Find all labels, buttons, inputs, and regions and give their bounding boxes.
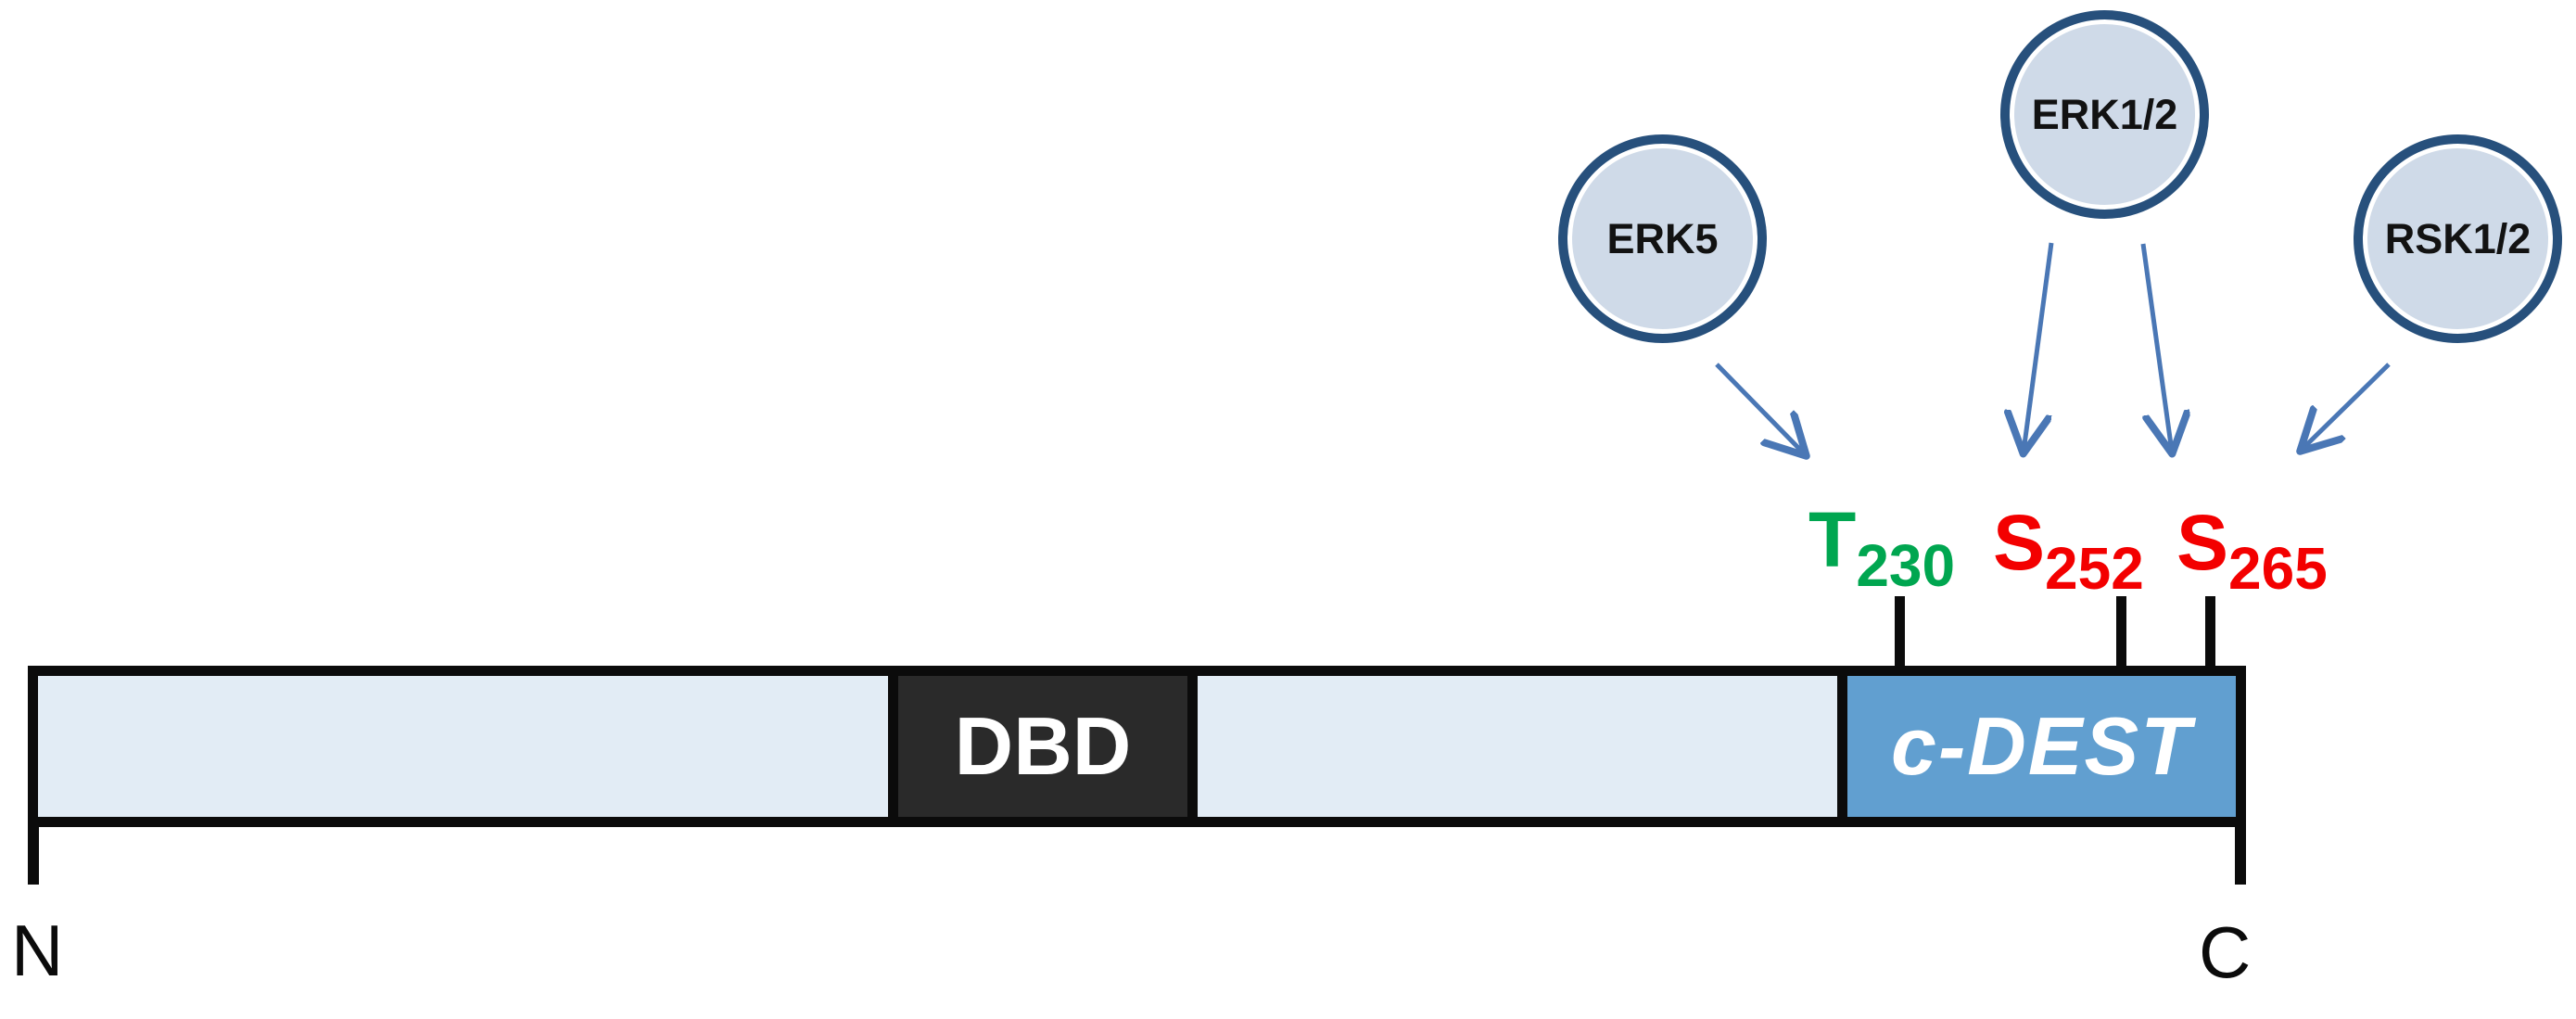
domain-dbd: DBD — [888, 676, 1198, 817]
site-tick-s252 — [2116, 596, 2126, 670]
n-terminus-label: N — [11, 910, 64, 991]
phospho-site-label-s265: S 265 — [2176, 503, 2328, 598]
site-tick-s265 — [2205, 596, 2215, 670]
kinase-circle-erk5: ERK5 — [1558, 134, 1767, 343]
kinase-label-rsk12: RSK1/2 — [2384, 214, 2532, 262]
domain-cdest: c-DEST — [1837, 676, 2236, 817]
c-terminus-label: C — [2199, 911, 2252, 993]
site-position: 252 — [2045, 535, 2144, 602]
site-residue: S — [1993, 499, 2046, 586]
site-tick-t230 — [1895, 596, 1905, 670]
arrow-erk5-to-t230 — [1715, 363, 1805, 454]
phospho-site-label-t230: T 230 — [1808, 501, 1955, 595]
phospho-site-label-s252: S 252 — [1993, 503, 2144, 598]
arrow-erk12-to-s252 — [2024, 242, 2054, 452]
site-residue: T — [1808, 496, 1857, 583]
n-terminus-line — [28, 820, 39, 885]
site-position: 265 — [2228, 535, 2328, 602]
arrow-rsk12-to-s265 — [2302, 363, 2391, 450]
kinase-circle-erk12: ERK1/2 — [2000, 10, 2209, 219]
c-terminus-line — [2235, 820, 2246, 885]
site-residue: S — [2176, 499, 2229, 586]
domain-dbd-label: DBD — [954, 700, 1132, 792]
kinase-label-erk5: ERK5 — [1606, 214, 1719, 262]
kinase-circle-rsk12: RSK1/2 — [2354, 134, 2562, 343]
arrow-erk12-to-s265 — [2140, 243, 2172, 452]
protein-bar: DBD c-DEST — [28, 666, 2246, 827]
site-position: 230 — [1856, 532, 1956, 599]
kinase-label-erk12: ERK1/2 — [2031, 90, 2178, 138]
domain-cdest-label: c-DEST — [1891, 700, 2192, 792]
